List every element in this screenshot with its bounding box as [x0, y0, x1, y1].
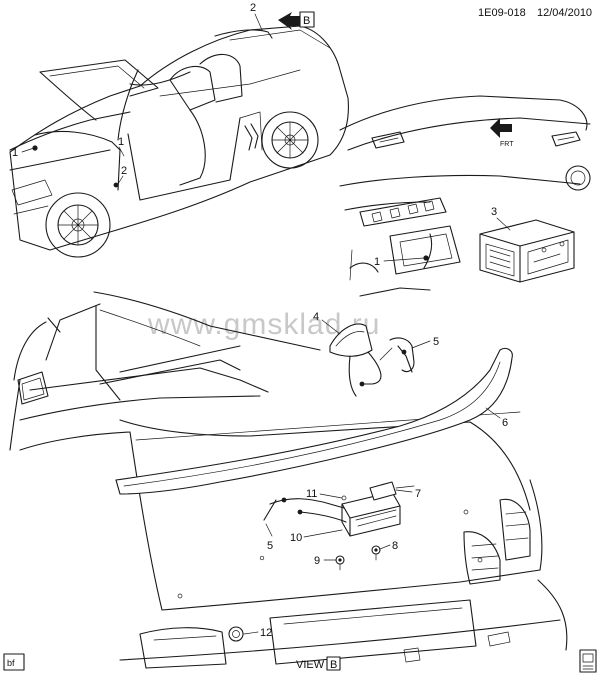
callout-1-harness: 1: [12, 147, 35, 159]
callout-2-pillar: 2: [117, 165, 127, 185]
callout-3-radio: 3: [491, 206, 511, 231]
callout-8-nut: 8: [379, 540, 398, 552]
callout-label: 9: [314, 555, 320, 567]
callout-label: 5: [433, 336, 439, 348]
manual-icon: [579, 649, 597, 673]
callout-5-cable: 5: [411, 336, 439, 349]
rear-spoiler: [115, 347, 513, 495]
roof-antenna: [329, 323, 382, 397]
view-label-text: VIEW: [296, 659, 325, 671]
callout-label: 8: [392, 540, 398, 552]
convertible-car-view: [9, 25, 349, 258]
front-arrow-label: FRT: [500, 141, 514, 148]
callout-label: 7: [415, 488, 421, 500]
callout-9-nut: 9: [314, 555, 337, 567]
grommet: [228, 626, 244, 642]
amplifier-module: [263, 481, 415, 571]
callout-7-amplifier: 7: [395, 488, 421, 500]
callout-12-grommet: 12: [243, 627, 272, 639]
view-b-label: VIEW B: [296, 656, 341, 671]
callout-label: 12: [260, 627, 272, 639]
callout-4-antenna: 4: [313, 311, 341, 335]
callout-5-harness: 5: [265, 523, 273, 552]
instrument-panel-view: FRT: [339, 95, 591, 297]
view-b-arrow: B: [278, 11, 315, 30]
callout-1-pillar: 1: [118, 136, 125, 157]
callout-label: 1: [118, 136, 124, 148]
callout-label: 1: [374, 256, 380, 268]
callout-11-bolt: 11: [306, 488, 343, 500]
callout-1-ip: 1: [374, 256, 425, 268]
callout-label: 3: [491, 206, 497, 218]
callout-label: 2: [250, 2, 256, 14]
callout-10-bracket: 10: [290, 529, 343, 544]
diagram-code: 1E09-018: [478, 7, 526, 19]
view-flag-letter: B: [303, 15, 310, 27]
callout-label: 11: [306, 488, 317, 500]
callout-label: 6: [502, 417, 508, 429]
rear-deck-view: [9, 291, 568, 669]
footer-code-box: bf: [3, 653, 25, 671]
callout-label: 5: [267, 540, 273, 552]
radio-receiver: [479, 219, 575, 283]
callout-6-spoiler: 6: [485, 407, 508, 429]
callout-label: 1: [12, 147, 18, 159]
antenna-cable-connector: [379, 337, 415, 373]
callout-label: 4: [313, 311, 319, 323]
footer-code: bf: [7, 658, 15, 668]
callout-2-roof: 2: [250, 2, 263, 31]
callout-label: 2: [121, 165, 127, 177]
diagram-date: 12/04/2010: [537, 7, 592, 19]
callout-label: 10: [290, 532, 302, 544]
view-label-letter: B: [330, 659, 337, 671]
